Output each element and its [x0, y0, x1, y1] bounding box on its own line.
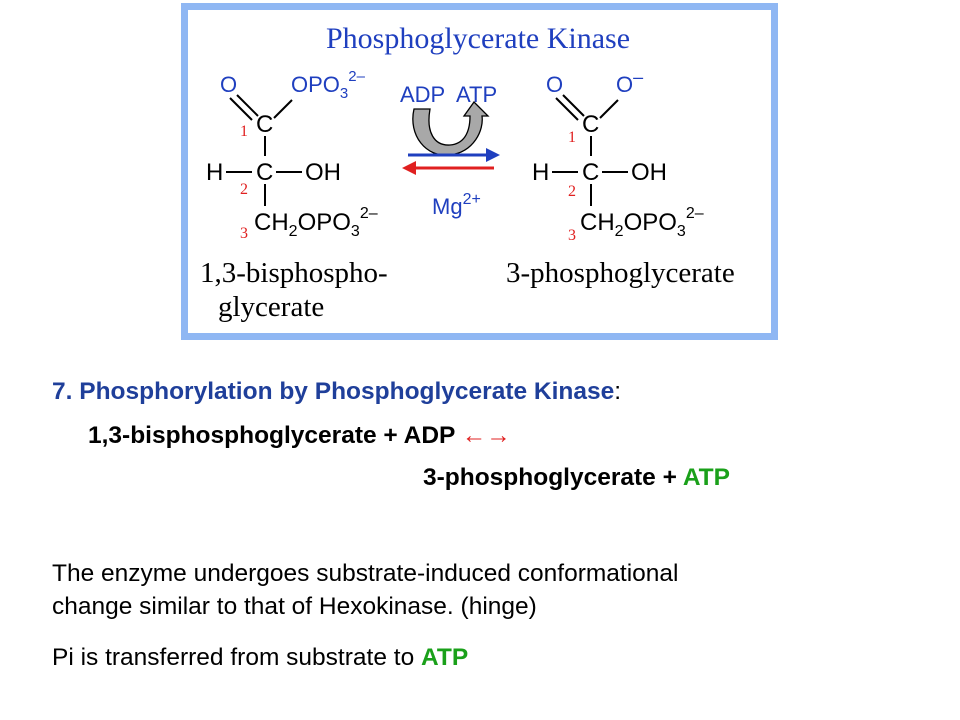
right-c1: C	[582, 111, 599, 138]
equation-reactants: 1,3-bisphosphoglycerate + ADP	[88, 422, 455, 449]
reaction-figure: Phosphoglycerate Kinase O OPO32– C 1 H C…	[181, 3, 778, 340]
equation-products: 3-phosphoglycerate +	[423, 464, 683, 491]
left-double-bond-a	[229, 97, 253, 121]
left-atom-number-2: 2	[240, 181, 248, 198]
right-hydroxyl: OH	[631, 159, 667, 186]
paragraph-conformational-line2: change similar to that of Hexokinase. (h…	[52, 593, 537, 620]
figure-title: Phosphoglycerate Kinase	[326, 22, 630, 55]
left-atom-number-3: 3	[240, 225, 248, 242]
left-molecule: O OPO32– C 1 H C OH 2 3 CH2OPO32– 1,3-bi…	[200, 68, 388, 323]
paragraph-pi-transfer: Pi is transferred from substrate to ATP	[52, 643, 468, 673]
left-c1: C	[256, 111, 273, 138]
left-compound-name-line2: glycerate	[218, 291, 324, 323]
curved-cofactor-arrow	[412, 100, 490, 156]
right-molecule: O O– C 1 H C OH 2 3 CH2OPO32– 3-phosphog…	[506, 67, 735, 289]
reaction-diagram: Phosphoglycerate Kinase O OPO32– C 1 H C…	[200, 22, 735, 323]
heading-number: 7.	[52, 378, 73, 405]
pi-transfer-atp: ATP	[421, 644, 469, 671]
left-compound-name-line1: 1,3-bisphospho-	[200, 257, 388, 289]
right-hydrogen: H	[532, 159, 549, 186]
paragraph-conformational-line1: The enzyme undergoes substrate-induced c…	[52, 560, 679, 587]
right-ch2opo3: CH2OPO32–	[580, 205, 704, 240]
right-c-o-bond	[599, 99, 619, 119]
left-c2: C	[256, 159, 273, 186]
pi-transfer-text: Pi is transferred from substrate to	[52, 644, 421, 671]
left-atom-number-1: 1	[240, 123, 248, 140]
heading-title: Phosphorylation by Phosphoglycerate Kina…	[79, 378, 615, 405]
right-carboxylate-oxygen: O–	[616, 67, 643, 97]
magnesium-label: Mg2+	[432, 191, 481, 219]
reaction-arrows: ADP ATP Mg2+	[400, 82, 500, 219]
left-c-o-bond	[273, 99, 293, 119]
heading-colon: :	[614, 378, 622, 405]
forward-arrow-head	[486, 148, 500, 162]
left-carbonyl-oxygen: O	[220, 72, 237, 97]
reverse-arrow-head	[402, 161, 416, 175]
left-hydrogen: H	[206, 159, 223, 186]
right-compound-name: 3-phosphoglycerate	[506, 257, 735, 289]
right-double-bond-b	[562, 94, 585, 117]
right-atom-number-2: 2	[568, 183, 576, 200]
equation-left: 1,3-bisphosphoglycerate + ADP ←→	[88, 421, 511, 451]
adp-label: ADP	[400, 82, 445, 107]
left-acyl-phosphate: OPO32–	[291, 68, 366, 102]
left-double-bond-b	[236, 94, 259, 117]
right-carbonyl-oxygen: O	[546, 72, 563, 97]
left-ch2opo3: CH2OPO32–	[254, 205, 378, 240]
right-atom-number-3: 3	[568, 227, 576, 244]
right-double-bond-a	[555, 97, 579, 121]
left-hydroxyl: OH	[305, 159, 341, 186]
equation-atp: ATP	[682, 464, 730, 491]
right-atom-number-1: 1	[568, 129, 576, 146]
atp-label: ATP	[456, 82, 497, 107]
section-heading: 7. Phosphorylation by Phosphoglycerate K…	[52, 377, 621, 407]
equation-right: 3-phosphoglycerate + ATP	[423, 463, 730, 493]
equilibrium-arrows: ←→	[461, 422, 511, 449]
right-c2: C	[582, 159, 599, 186]
